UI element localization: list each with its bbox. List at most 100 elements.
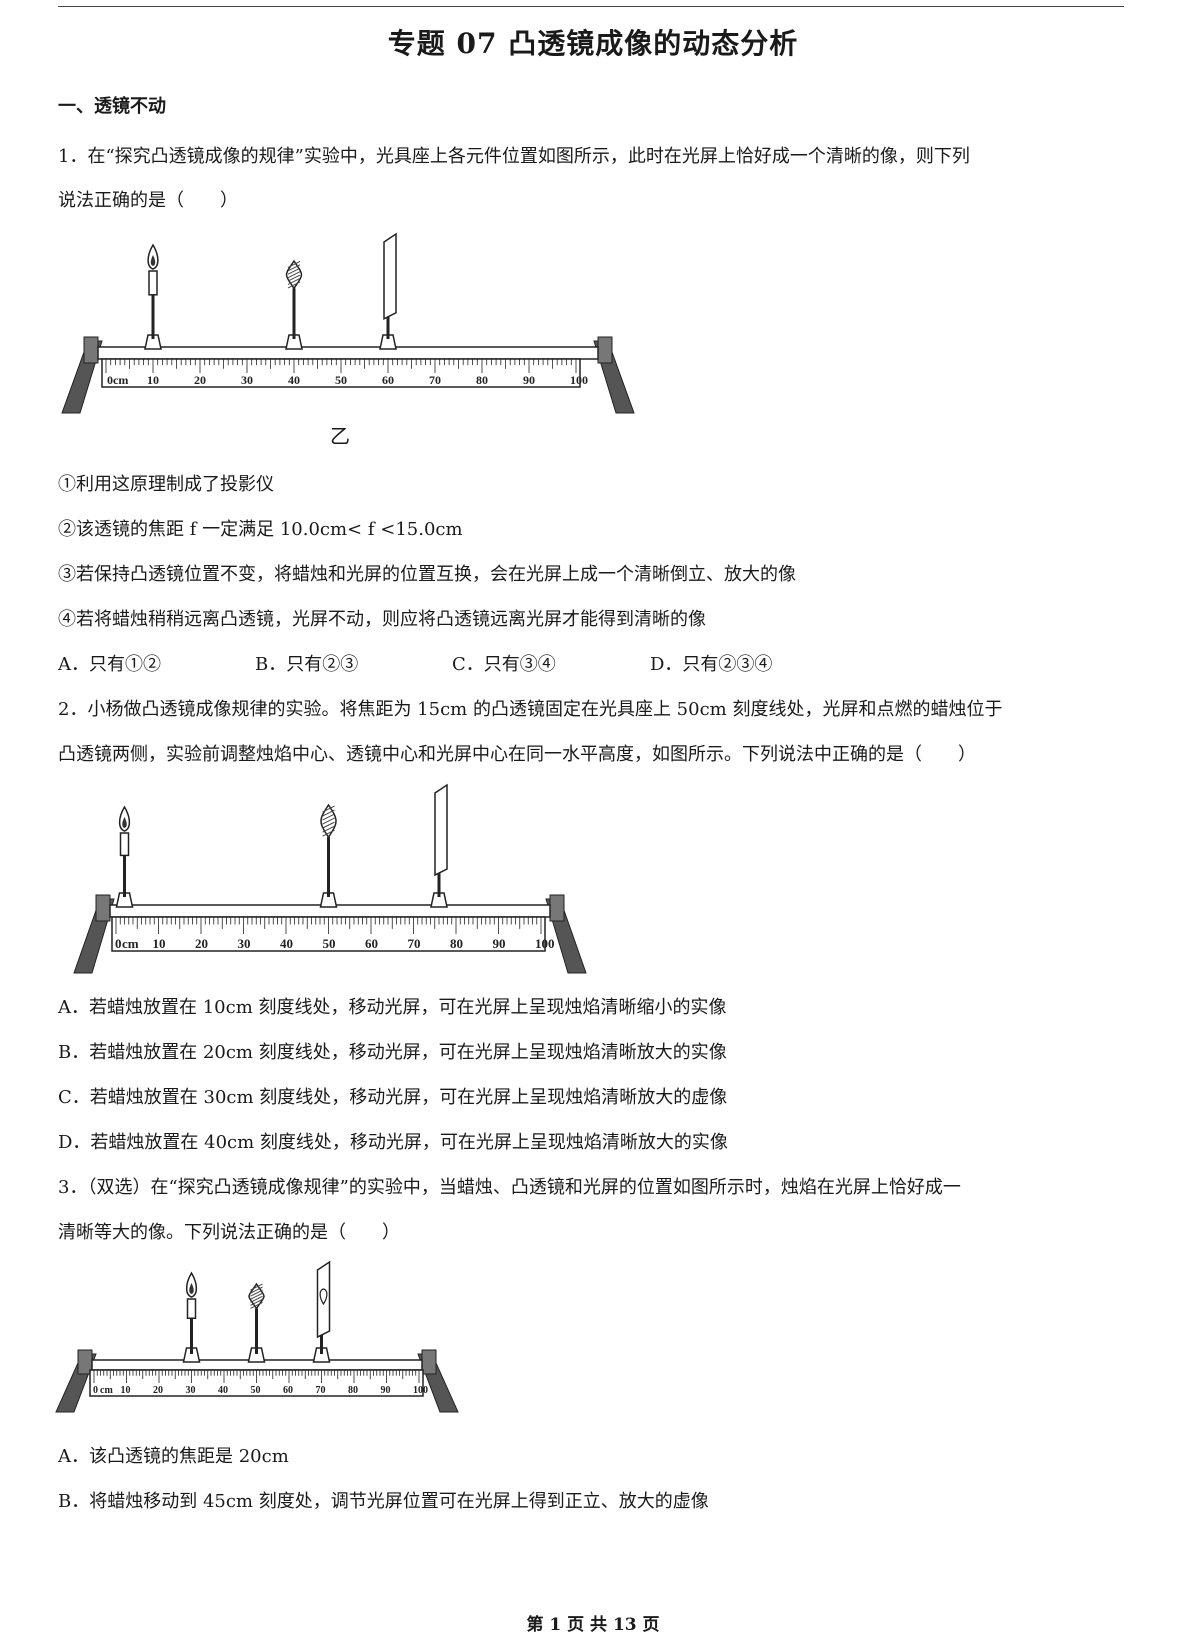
light-screen-icon bbox=[383, 232, 397, 320]
flame-core-icon bbox=[122, 817, 127, 828]
q3-option-a: A．该凸透镜的焦距是 20cm bbox=[58, 1446, 289, 1467]
scale-label: 10 bbox=[121, 1385, 131, 1396]
scale-label: 90 bbox=[493, 936, 506, 951]
q1-option-a: A．只有①② bbox=[58, 654, 161, 675]
q1-statement-3: ③若保持凸透镜位置不变，将蜡烛和光屏的位置互换，会在光屏上成一个清晰倒立、放大的… bbox=[58, 564, 796, 585]
lens-hatch bbox=[250, 1283, 263, 1291]
lens-hatch bbox=[322, 809, 335, 817]
lens-hatch bbox=[250, 1289, 263, 1297]
lens-hatch bbox=[250, 1295, 263, 1303]
q1-option-d: D．只有②③④ bbox=[650, 654, 773, 675]
scale-label: 0 bbox=[93, 1385, 98, 1396]
q2-option-a: A．若蜡烛放置在 10cm 刻度线处，移动光屏，可在光屏上呈现烛焰清晰缩小的实像 bbox=[58, 997, 727, 1018]
scale-label: 0 bbox=[115, 936, 122, 951]
flame-core-icon bbox=[150, 255, 156, 266]
rider-holder bbox=[182, 1347, 201, 1363]
rider-holder bbox=[379, 334, 397, 350]
lens-hatch bbox=[287, 271, 301, 279]
scale-label: cm bbox=[122, 936, 139, 951]
left-end-block bbox=[95, 894, 111, 922]
lens-hatch bbox=[322, 825, 335, 833]
rider-holder bbox=[319, 892, 338, 908]
rider-holder bbox=[285, 334, 303, 350]
scale-label: 80 bbox=[476, 373, 488, 387]
lens-hatch bbox=[322, 829, 335, 837]
candle-icon bbox=[119, 832, 130, 857]
scale-label: 80 bbox=[348, 1385, 358, 1396]
q1-figure-caption: 乙 bbox=[330, 424, 350, 448]
scale-label: 30 bbox=[186, 1385, 196, 1396]
scale-label: 90 bbox=[523, 373, 535, 387]
scale-label: 10 bbox=[153, 936, 166, 951]
lens-hatch bbox=[322, 813, 335, 821]
scale-label: 60 bbox=[283, 1385, 293, 1396]
light-screen-icon bbox=[434, 783, 448, 877]
scale-label: 70 bbox=[429, 373, 441, 387]
flame-core-icon bbox=[189, 1283, 194, 1294]
q1-stem-line1: 1．在“探究凸透镜成像的规律”实验中，光具座上各元件位置如图所示，此时在光屏上恰… bbox=[58, 146, 970, 167]
scale-label: 100 bbox=[413, 1385, 428, 1396]
scale-label: 100 bbox=[535, 936, 555, 951]
page-title: 专题 07 凸透镜成像的动态分析 bbox=[387, 27, 799, 60]
lens-hatch bbox=[250, 1286, 263, 1294]
top-rule bbox=[58, 6, 1124, 7]
lens-hatch bbox=[287, 264, 301, 272]
candle-icon bbox=[186, 1298, 197, 1319]
lens-hatch bbox=[322, 821, 335, 829]
lens-hatch bbox=[250, 1301, 263, 1309]
candle-icon bbox=[148, 270, 158, 296]
lens-hatch bbox=[322, 817, 335, 825]
q2-stem-line2: 凸透镜两侧，实验前调整烛焰中心、透镜中心和光屏中心在同一水平高度，如图所示。下列… bbox=[58, 744, 976, 765]
scale-label: 50 bbox=[251, 1385, 261, 1396]
lens-hatch bbox=[287, 267, 301, 275]
scale-label: 40 bbox=[280, 936, 293, 951]
q1-statement-4: ④若将蜡烛稍稍远离凸透镜，光屏不动，则应将凸透镜远离光屏才能得到清晰的像 bbox=[58, 609, 706, 630]
inverted-image-icon bbox=[319, 1288, 328, 1306]
q1-optical-bench-figure: 0cm 10 20 30 40 50 60 70 80 90 100 bbox=[61, 232, 635, 414]
rider-holder bbox=[115, 892, 134, 908]
scale-label: cm bbox=[100, 1385, 113, 1396]
section-heading: 一、透镜不动 bbox=[58, 96, 166, 117]
scale-label: 30 bbox=[241, 373, 253, 387]
q2-option-c: C．若蜡烛放置在 30cm 刻度线处，移动光屏，可在光屏上呈现烛焰清晰放大的虚像 bbox=[58, 1087, 728, 1108]
rider-holder bbox=[430, 892, 448, 908]
lens-hatch bbox=[287, 260, 301, 268]
q3-stem-line1: 3．（双选）在“探究凸透镜成像规律”的实验中，当蜡烛、凸透镜和光屏的位置如图所示… bbox=[58, 1177, 961, 1198]
scale-label: 70 bbox=[408, 936, 421, 951]
q2-stem-line1: 2．小杨做凸透镜成像规律的实验。将焦距为 15cm 的凸透镜固定在光具座上 50… bbox=[58, 699, 1003, 720]
scale-label: 60 bbox=[365, 936, 378, 951]
q1-option-b: B．只有②③ bbox=[255, 654, 359, 675]
lens-hatch bbox=[287, 278, 301, 285]
q3-stem-line2: 清晰等大的像。下列说法正确的是（ ） bbox=[58, 1222, 400, 1243]
lens-hatch bbox=[287, 274, 301, 282]
lens-hatch bbox=[250, 1292, 263, 1300]
scale-label: 50 bbox=[335, 373, 347, 387]
rider-holder bbox=[312, 1347, 331, 1363]
q1-statement-1: ①利用这原理制成了投影仪 bbox=[58, 474, 274, 495]
lens-hatch bbox=[322, 805, 335, 813]
right-end-block bbox=[549, 894, 565, 922]
scale-label: 50 bbox=[323, 936, 336, 951]
q1-statement-2: ②该透镜的焦距 f 一定满足 10.0cm< f <15.0cm bbox=[58, 519, 463, 540]
rider-holder bbox=[144, 334, 162, 350]
scale-label: 90 bbox=[381, 1385, 391, 1396]
q1-stem-line2: 说法正确的是（ ） bbox=[58, 190, 238, 211]
scale-label: 20 bbox=[194, 373, 206, 387]
scale-label: 40 bbox=[218, 1385, 228, 1396]
scale-label: 0cm bbox=[107, 373, 128, 387]
scale-label: 30 bbox=[238, 936, 251, 951]
q3-option-b: B．将蜡烛移动到 45cm 刻度处，调节光屏位置可在光屏上得到正立、放大的虚像 bbox=[58, 1491, 709, 1512]
left-end-block bbox=[83, 336, 99, 364]
scale-label: 80 bbox=[450, 936, 463, 951]
scale-label: 70 bbox=[316, 1385, 326, 1396]
scale-label: 60 bbox=[382, 373, 394, 387]
scale-label: 40 bbox=[288, 373, 300, 387]
lens-hatch bbox=[287, 281, 301, 289]
scale-label: 10 bbox=[147, 373, 159, 387]
page-footer: 第 1 页 共 13 页 bbox=[526, 1615, 660, 1635]
scale-label: 20 bbox=[153, 1385, 163, 1396]
q2-option-d: D．若蜡烛放置在 40cm 刻度线处，移动光屏，可在光屏上呈现烛焰清晰放大的实像 bbox=[58, 1132, 728, 1153]
scale-label: 100 bbox=[570, 373, 588, 387]
